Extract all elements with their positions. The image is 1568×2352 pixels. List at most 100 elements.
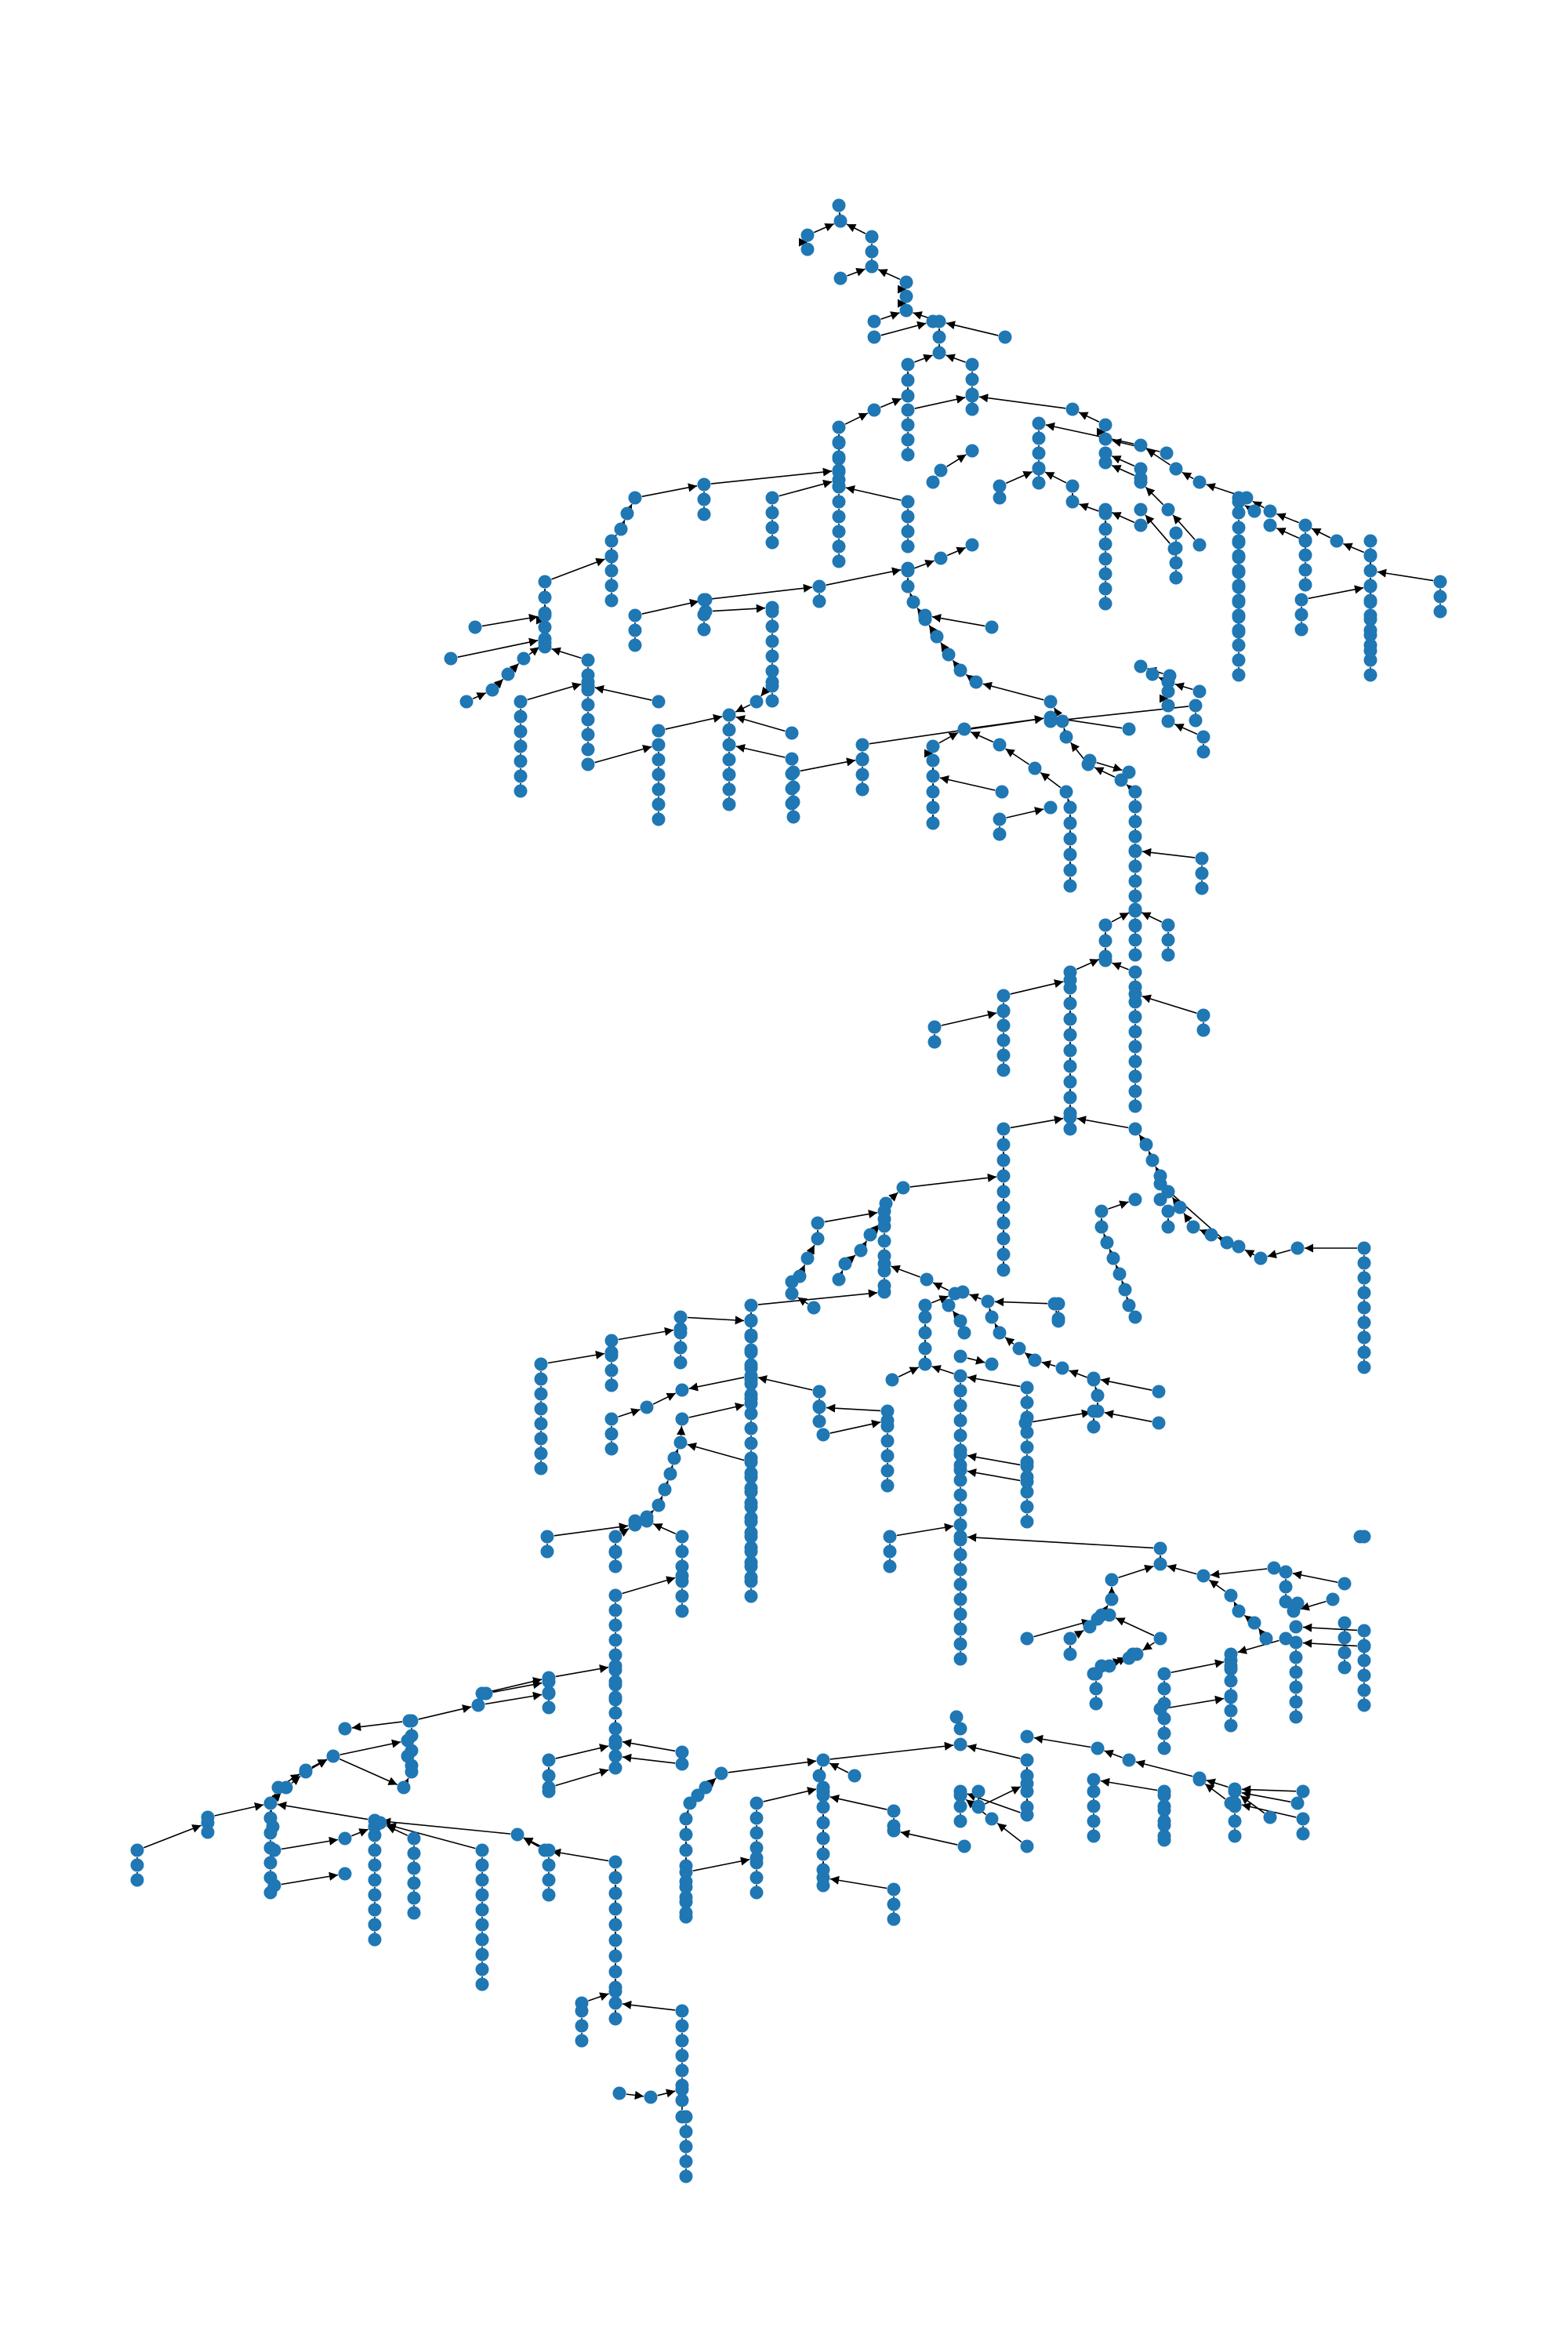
- graph-node: [996, 1169, 1011, 1183]
- graph-node: [475, 1977, 489, 1991]
- graph-node: [1192, 684, 1207, 699]
- graph-node: [608, 1886, 622, 1900]
- graph-node: [953, 1314, 967, 1328]
- graph-node: [1232, 495, 1246, 509]
- graph-node: [679, 1859, 693, 1873]
- graph-edge: [1158, 677, 1169, 686]
- graph-node: [1028, 1353, 1042, 1367]
- graph-node: [652, 1498, 666, 1512]
- graph-node: [675, 1604, 689, 1618]
- graph-node: [1186, 1220, 1200, 1234]
- graph-node: [765, 664, 779, 678]
- graph-edge: [214, 1802, 264, 1817]
- graph-node: [1157, 1667, 1171, 1681]
- graph-node: [1087, 1799, 1101, 1813]
- graph-node: [673, 1310, 688, 1324]
- graph-edge: [644, 1509, 655, 1520]
- graph-node: [1032, 416, 1046, 430]
- graph-node: [628, 608, 642, 622]
- graph-node: [1153, 1557, 1167, 1571]
- graph-node: [901, 389, 915, 403]
- graph-edge: [277, 1801, 368, 1820]
- graph-node: [1298, 533, 1312, 547]
- graph-edge: [1004, 1336, 1015, 1346]
- graph-node: [750, 1826, 764, 1840]
- graph-edge: [457, 637, 539, 658]
- graph-node: [744, 1530, 758, 1544]
- graph-node: [1134, 659, 1148, 673]
- graph-node: [628, 1518, 642, 1532]
- graph-node: [887, 1824, 901, 1838]
- graph-node: [1228, 1784, 1242, 1798]
- graph-node: [901, 564, 915, 578]
- graph-edge: [928, 624, 938, 635]
- graph-edge: [1142, 848, 1196, 858]
- graph-node: [953, 1577, 967, 1592]
- graph-node: [932, 330, 946, 344]
- graph-node: [1044, 800, 1058, 815]
- graph-edge: [626, 2090, 644, 2100]
- graph-edge: [1243, 1614, 1254, 1624]
- graph-node: [1232, 564, 1246, 578]
- graph-edge: [1308, 585, 1364, 600]
- graph-edge: [1206, 1778, 1229, 1788]
- graph-node: [744, 1455, 758, 1469]
- graph-node: [1296, 1827, 1310, 1841]
- graph-node: [1157, 1803, 1171, 1817]
- graph-edge: [1033, 1619, 1091, 1638]
- graph-node: [1089, 1667, 1103, 1681]
- graph-node: [811, 1232, 825, 1246]
- graph-node: [918, 1357, 932, 1371]
- graph-node: [722, 768, 736, 782]
- graph-node: [675, 1589, 689, 1603]
- graph-node: [750, 1871, 764, 1885]
- graph-edge: [1292, 1570, 1338, 1584]
- graph-node: [812, 1400, 826, 1414]
- graph-node: [1087, 1814, 1101, 1828]
- graph-edge: [931, 1295, 949, 1304]
- graph-node: [407, 1876, 421, 1890]
- graph-node: [855, 752, 869, 766]
- graph-edge: [641, 483, 698, 498]
- graph-node: [1195, 851, 1209, 866]
- graph-node: [263, 1826, 278, 1840]
- graph-node: [1279, 1632, 1293, 1646]
- graph-node: [744, 1436, 758, 1450]
- graph-node: [1338, 1661, 1352, 1675]
- graph-node: [744, 1396, 758, 1410]
- graph-node: [1157, 1726, 1171, 1740]
- graph-edge: [687, 1443, 745, 1461]
- graph-node: [1338, 1616, 1352, 1630]
- graph-edge: [941, 1011, 997, 1026]
- graph-node: [1363, 579, 1377, 593]
- graph-node: [534, 1357, 548, 1371]
- graph-node: [953, 1592, 967, 1606]
- graph-node: [1153, 1192, 1167, 1207]
- graph-node: [475, 1918, 489, 1932]
- graph-node: [953, 1799, 967, 1813]
- graph-node: [918, 1310, 932, 1324]
- graph-node: [1098, 446, 1112, 460]
- graph-edge: [1044, 471, 1067, 484]
- graph-node: [608, 1690, 622, 1704]
- graph-node: [1128, 1010, 1142, 1024]
- graph-edge: [896, 1523, 954, 1537]
- graph-node: [1357, 1624, 1371, 1638]
- graph-node: [679, 1812, 693, 1826]
- graph-edge: [351, 1721, 403, 1732]
- graph-edge: [588, 1992, 609, 2002]
- graph-node: [832, 479, 846, 493]
- graph-node: [930, 630, 944, 644]
- graph-node: [644, 2090, 658, 2104]
- graph-node: [652, 753, 666, 767]
- graph-node: [407, 1906, 421, 1920]
- graph-node: [475, 1686, 489, 1700]
- graph-node: [1128, 1122, 1142, 1136]
- graph-node: [368, 1843, 382, 1857]
- graph-node: [765, 694, 779, 708]
- graph-node: [1263, 1810, 1277, 1824]
- graph-node: [901, 539, 915, 554]
- graph-node: [1063, 1632, 1077, 1646]
- graph-edge: [987, 1308, 996, 1318]
- graph-node: [832, 463, 846, 477]
